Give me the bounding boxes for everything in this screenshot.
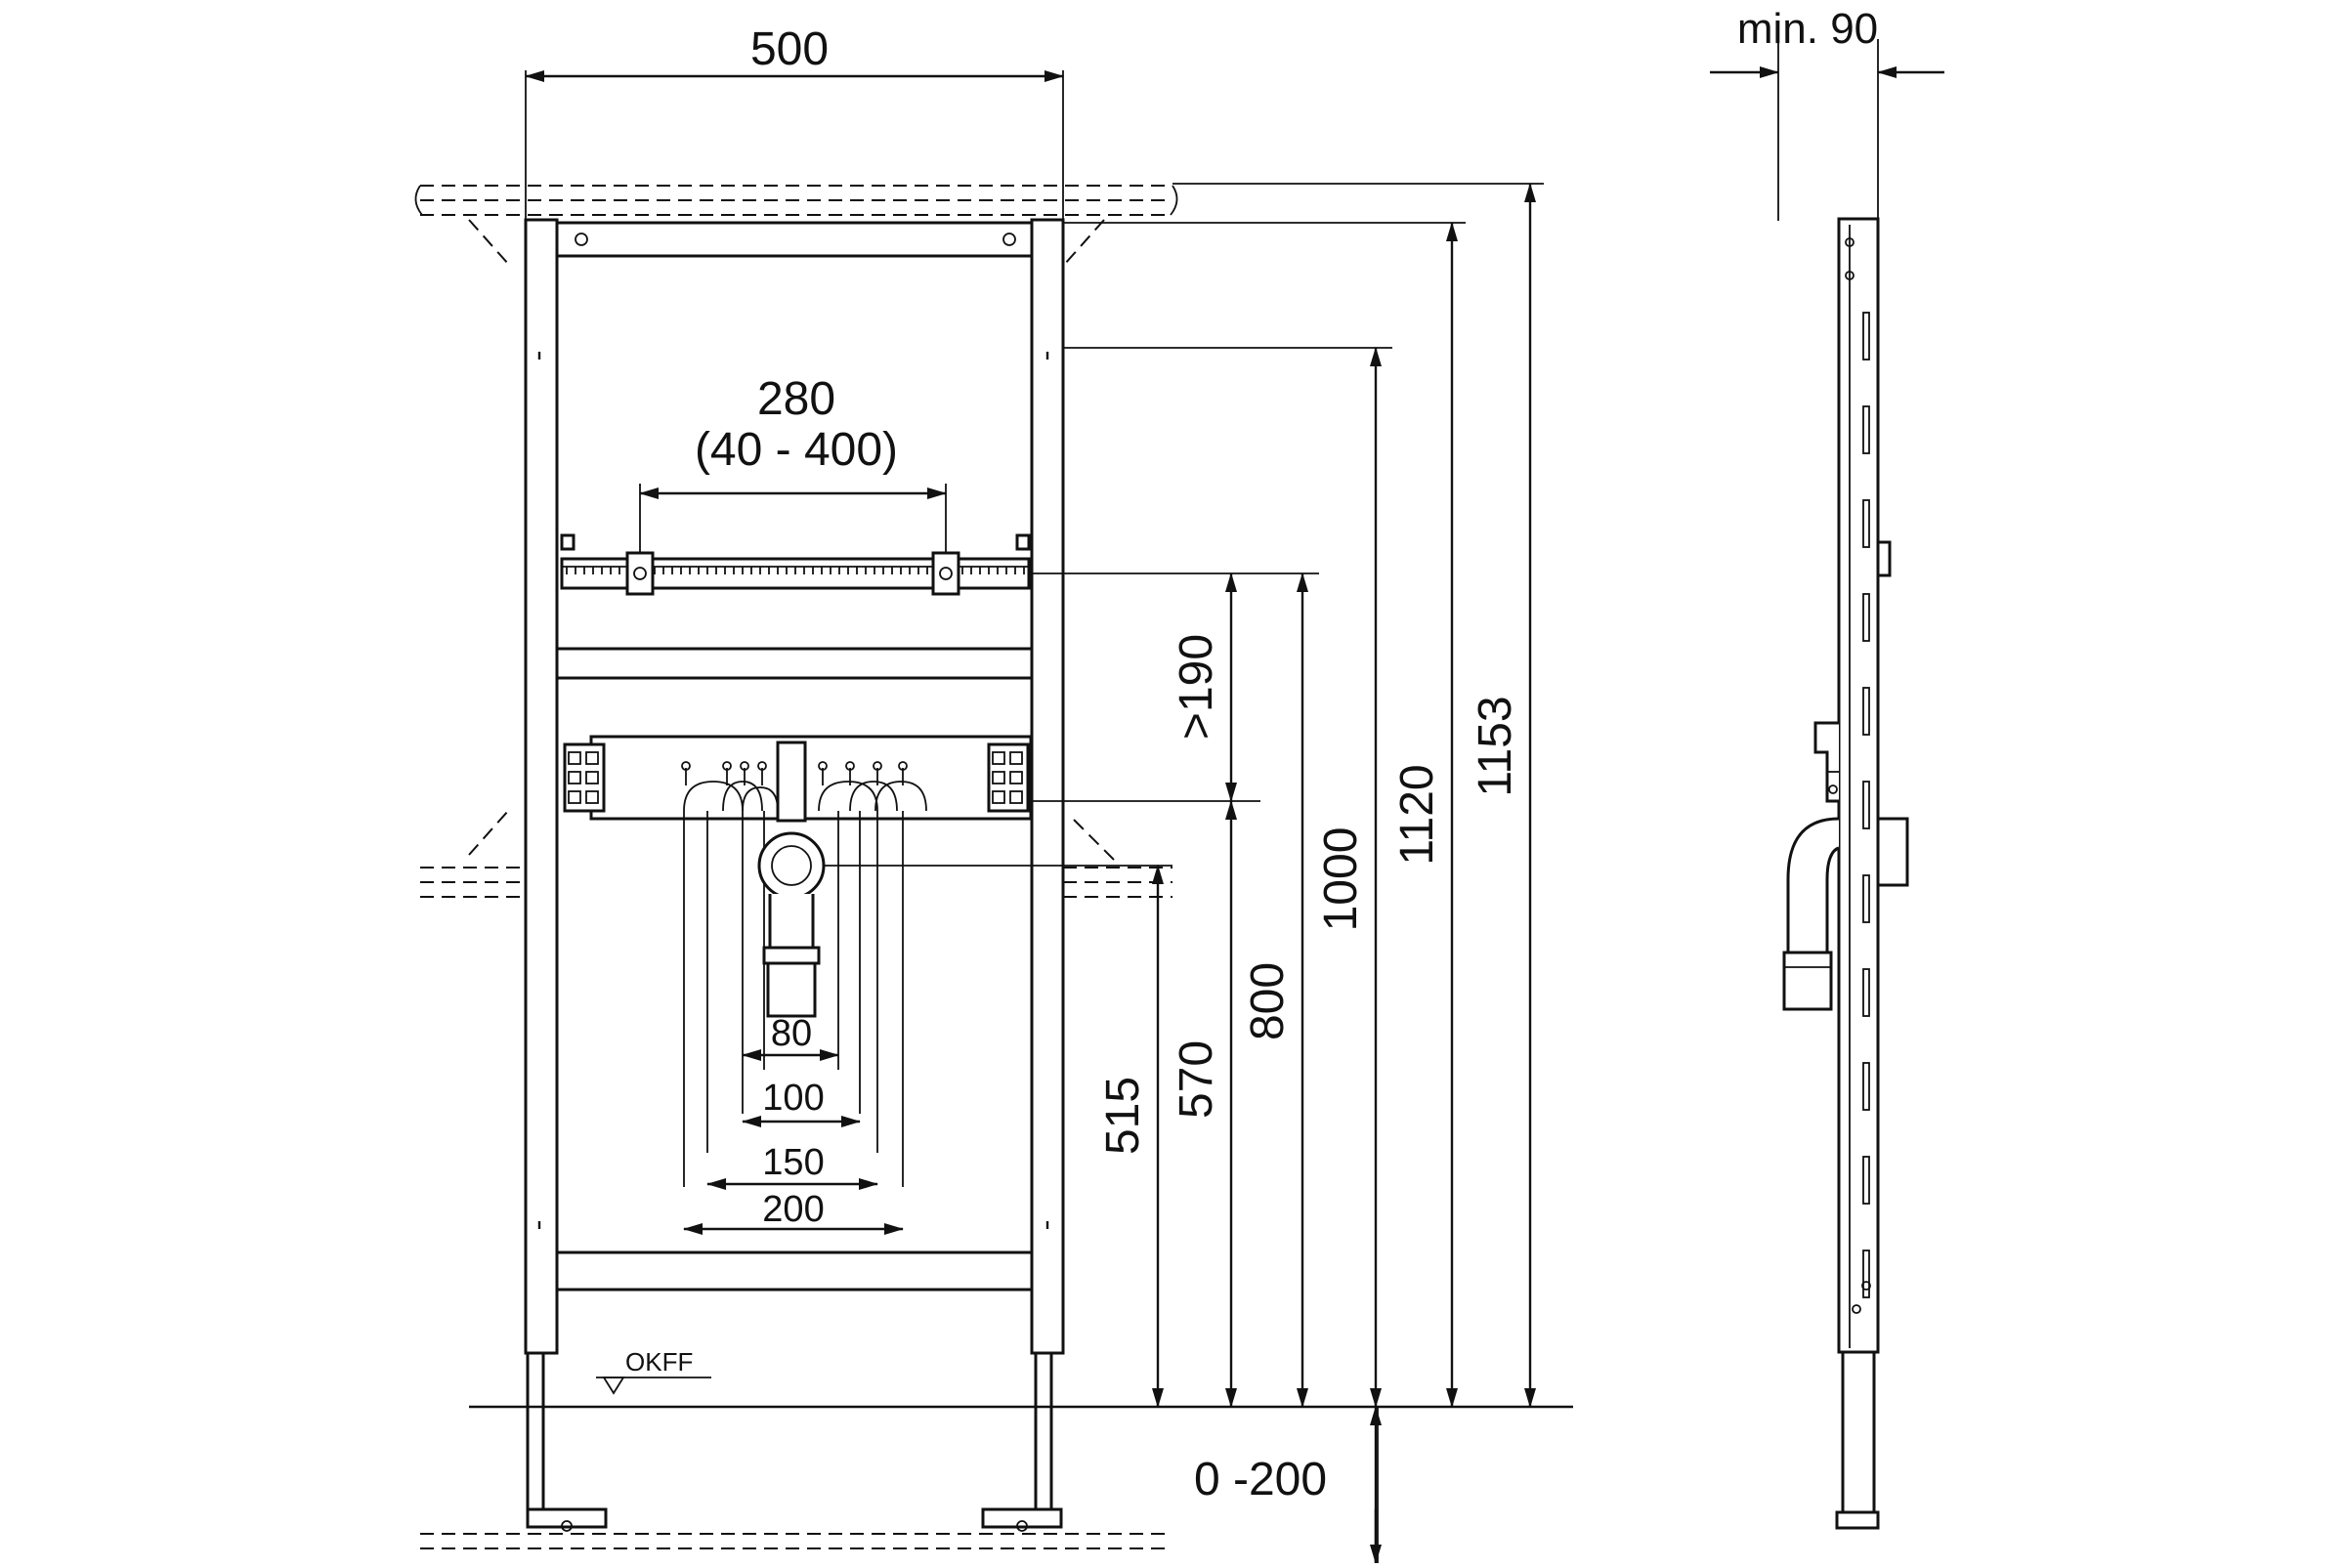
left-post bbox=[524, 218, 608, 1532]
crossbar-bottom bbox=[555, 1250, 1034, 1292]
supply-bracket bbox=[563, 735, 1033, 1187]
dim-height-570: 570 bbox=[1171, 1040, 1222, 1119]
crossbar-middle bbox=[555, 647, 1034, 680]
dim-height-1000: 1000 bbox=[1315, 827, 1367, 932]
side-slot bbox=[1862, 1062, 1870, 1111]
side-slot bbox=[1862, 781, 1870, 829]
dim-height-1120: 1120 bbox=[1391, 764, 1443, 865]
side-slot bbox=[1862, 1250, 1870, 1298]
dim-spacing-80: 80 bbox=[771, 1013, 812, 1054]
right-post bbox=[981, 218, 1065, 1532]
side-slot bbox=[1862, 499, 1870, 548]
side-slot bbox=[1862, 593, 1870, 642]
floor-level-label: OKFF bbox=[625, 1347, 693, 1377]
side-slot bbox=[1862, 405, 1870, 454]
dim-height-800: 800 bbox=[1242, 962, 1294, 1040]
top-rail bbox=[555, 221, 1034, 258]
dim-fixing-spacing: 280 bbox=[757, 373, 835, 425]
dim-spacing-100: 100 bbox=[762, 1078, 824, 1119]
floor-line bbox=[420, 1377, 1573, 1549]
side-slot bbox=[1862, 1156, 1870, 1205]
side-view: min. 90 bbox=[1710, 5, 1944, 1530]
dim-depth-min: min. 90 bbox=[1737, 5, 1878, 53]
dim-spacing-200: 200 bbox=[762, 1189, 824, 1230]
dim-frame-width: 500 bbox=[750, 23, 829, 75]
dimension-lines bbox=[525, 70, 1536, 1564]
side-slot bbox=[1862, 874, 1870, 923]
top-wall-hatch bbox=[414, 185, 1178, 265]
side-slot bbox=[1862, 687, 1870, 736]
dim-height-gt190: >190 bbox=[1171, 634, 1222, 740]
dim-height-515: 515 bbox=[1097, 1077, 1149, 1155]
side-post bbox=[1835, 217, 1909, 1530]
fixing-rail bbox=[560, 533, 1031, 596]
side-drain bbox=[1782, 721, 1840, 1011]
side-slot bbox=[1862, 968, 1870, 1017]
side-slot bbox=[1862, 312, 1870, 360]
drain-fitting bbox=[757, 831, 826, 1018]
dim-spacing-150: 150 bbox=[762, 1142, 824, 1183]
dim-height-1153: 1153 bbox=[1470, 696, 1521, 796]
side-extension-lines bbox=[1777, 39, 1879, 221]
dim-fixing-range: (40 - 400) bbox=[695, 424, 898, 476]
dim-leg-adjust: 0 -200 bbox=[1194, 1454, 1327, 1505]
front-view: OKFF bbox=[414, 23, 1573, 1564]
